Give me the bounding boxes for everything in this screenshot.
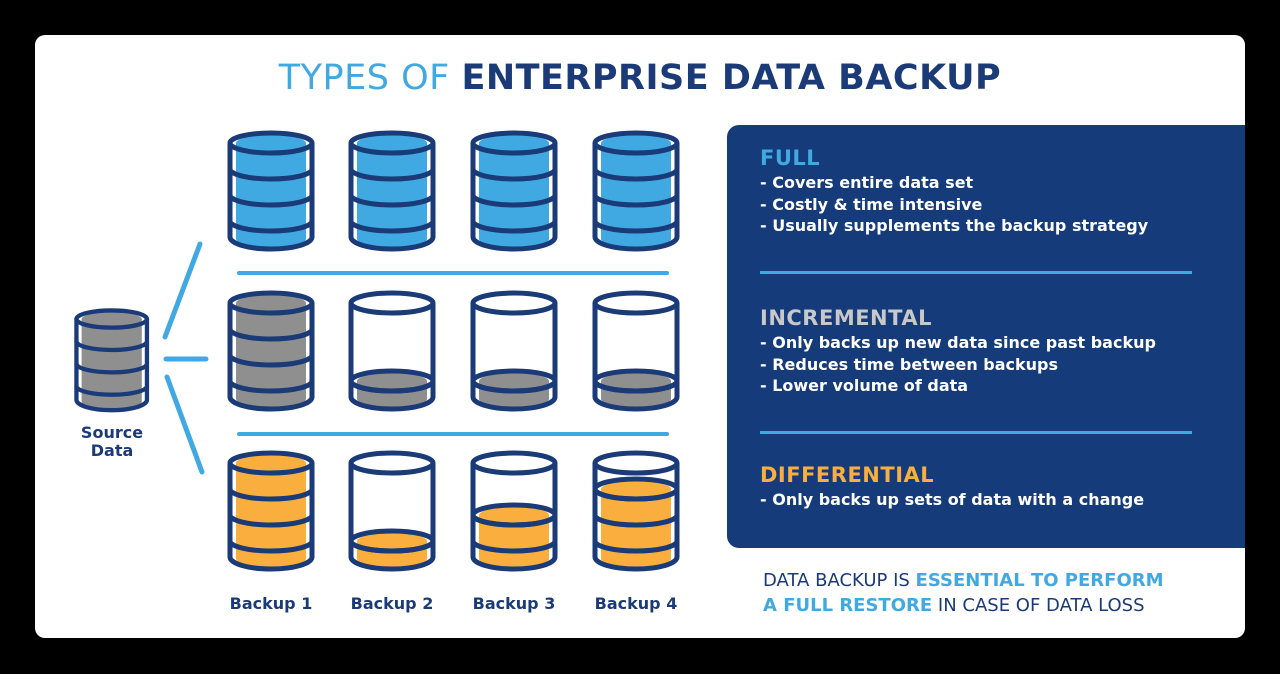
data-fill bbox=[236, 143, 306, 247]
incremental-backup-cylinder bbox=[470, 290, 558, 412]
bullet: - Only backs up sets of data with a chan… bbox=[760, 490, 1145, 509]
bullet: - Costly & time intensive bbox=[760, 194, 983, 214]
bullet: - Lower volume of data bbox=[760, 376, 969, 395]
connector-bottom bbox=[164, 374, 205, 475]
full-backup-cylinder bbox=[470, 130, 558, 252]
full-backup-cylinder bbox=[348, 130, 436, 252]
incremental-backup-cylinder bbox=[592, 290, 680, 412]
title-part1: TYPES OF bbox=[278, 58, 450, 98]
section-heading: INCREMENTAL bbox=[760, 306, 932, 330]
backup-label: Backup 4 bbox=[594, 594, 678, 613]
data-fill bbox=[236, 463, 306, 567]
data-fill bbox=[81, 319, 142, 409]
backup-label: Backup 3 bbox=[472, 594, 556, 613]
title-part2: ENTERPRISE DATA BACKUP bbox=[461, 58, 1002, 98]
data-fill bbox=[236, 303, 306, 407]
backup-label: Backup 1 bbox=[229, 594, 313, 613]
bullet: - Covers entire data set bbox=[760, 173, 974, 192]
section-incremental: INCREMENTAL - Only backs up new data sin… bbox=[760, 306, 1156, 397]
panel-divider bbox=[760, 431, 1192, 434]
page-title: TYPES OF ENTERPRISE DATA BACKUP bbox=[0, 58, 1280, 98]
differential-backup-cylinder bbox=[592, 450, 680, 572]
differential-backup-cylinder bbox=[348, 450, 436, 572]
section-heading: FULL bbox=[760, 146, 821, 170]
differential-backup-cylinder bbox=[470, 450, 558, 572]
data-fill bbox=[601, 143, 671, 247]
data-fill bbox=[601, 489, 671, 567]
incremental-backup-cylinder bbox=[348, 290, 436, 412]
section-full: FULL - Covers entire data set - Costly & … bbox=[760, 146, 1148, 237]
differential-backup-cylinder bbox=[227, 450, 315, 572]
section-differential: DIFFERENTIAL - Only backs up sets of dat… bbox=[760, 463, 1144, 511]
panel-divider bbox=[760, 271, 1192, 274]
bullet: - Usually supplements the backup strateg… bbox=[760, 216, 1149, 235]
backup-types-panel bbox=[727, 125, 1245, 548]
bullet: - Reduces time between backups bbox=[760, 354, 1059, 374]
full-backup-cylinder bbox=[227, 130, 315, 252]
bullet: - Only backs up new data since past back… bbox=[760, 333, 1156, 352]
data-fill bbox=[357, 143, 427, 247]
row-divider bbox=[237, 271, 669, 275]
data-fill bbox=[479, 515, 549, 567]
full-backup-cylinder bbox=[592, 130, 680, 252]
row-divider bbox=[237, 432, 669, 436]
section-heading: DIFFERENTIAL bbox=[760, 463, 935, 487]
backup-label: Backup 2 bbox=[350, 594, 434, 613]
incremental-backup-cylinder bbox=[227, 290, 315, 412]
source-data-cylinder bbox=[74, 308, 150, 413]
data-fill bbox=[479, 143, 549, 247]
connector-top bbox=[162, 241, 203, 340]
